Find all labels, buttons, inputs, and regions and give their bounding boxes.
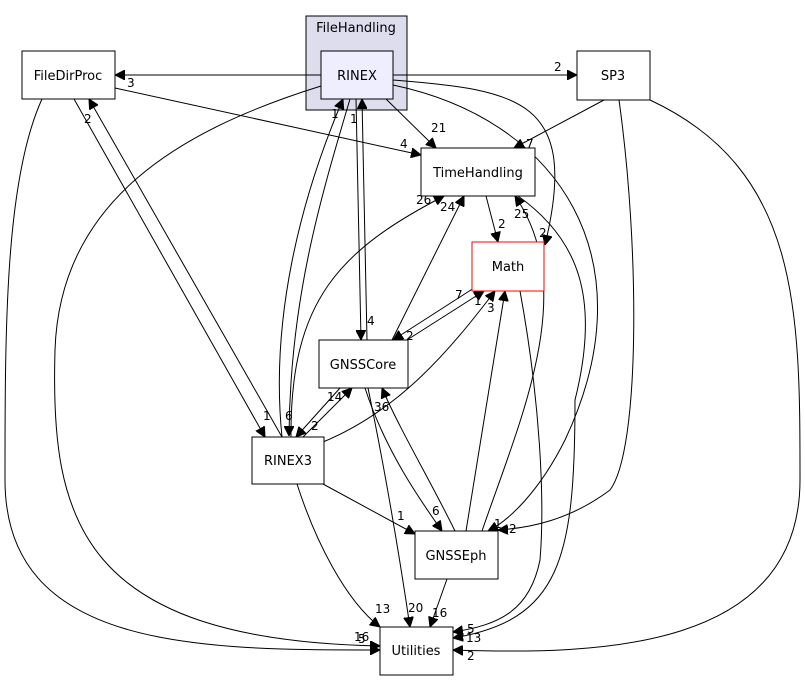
- edge-label: 6: [432, 504, 440, 518]
- edge-label: 24: [440, 200, 455, 214]
- node-label: RINEX3: [264, 454, 312, 469]
- edge-label: 2: [498, 217, 506, 231]
- edge-rinex3-gnsseph[interactable]: [322, 483, 415, 534]
- edge-math-utilities[interactable]: [453, 290, 543, 632]
- node-gnsscore[interactable]: GNSSCore: [318, 339, 409, 389]
- edge-gnsseph-gnsscore[interactable]: [382, 388, 456, 532]
- edge-label: 2: [554, 60, 562, 74]
- node-label: Math: [492, 260, 525, 275]
- edge-label: 13: [466, 631, 481, 645]
- edge-sp3-timehandling[interactable]: [514, 99, 605, 148]
- edge-rinex3-timehandling[interactable]: [290, 196, 444, 438]
- edge-timehandling-math[interactable]: [485, 195, 498, 242]
- edge-label: 2: [406, 329, 414, 343]
- edge-label: 7: [455, 288, 463, 302]
- edge-rinex3-utilities[interactable]: [296, 483, 380, 627]
- edge-label: 1: [331, 107, 339, 121]
- node-timehandling[interactable]: TimeHandling: [420, 147, 536, 197]
- edge-gnsscore-rinex3[interactable]: [296, 387, 341, 437]
- edge-label: 21: [431, 121, 446, 135]
- edge-sp3-gnsseph[interactable]: [498, 99, 635, 530]
- node-sp3[interactable]: SP3: [576, 50, 651, 101]
- node-rinex[interactable]: RINEX: [320, 50, 394, 100]
- edge-math-gnsscore[interactable]: [393, 287, 475, 340]
- edge-rinex-timehandling[interactable]: [384, 97, 436, 148]
- node-box: [471, 241, 545, 292]
- edge-rinex-gnsseph[interactable]: [392, 84, 598, 531]
- edge-label: 20: [408, 601, 423, 615]
- edge-label: 25: [514, 207, 529, 221]
- node-label: GNSSCore: [330, 358, 396, 373]
- edge-label: 7: [526, 137, 534, 151]
- edge-gnsscore-rinex[interactable]: [362, 99, 368, 341]
- edge-labels: 3 2 21 4 7 1 1 4 2 26 24 25 2 1 7 2 3 6 …: [84, 60, 562, 663]
- node-label: Utilities: [392, 644, 441, 659]
- edge-label: 5: [358, 632, 366, 646]
- node-label: GNSSEph: [425, 549, 486, 564]
- edge-rinex-utilities[interactable]: [54, 85, 380, 646]
- edge-label: 3: [127, 76, 135, 90]
- edge-rinex3-gnsscore[interactable]: [302, 388, 352, 438]
- edge-label: 1: [494, 517, 502, 531]
- edge-label: 1: [263, 409, 271, 423]
- cluster-label: FileHandling: [316, 21, 396, 36]
- node-label: FileDirProc: [34, 69, 103, 84]
- edges: [4, 75, 801, 651]
- edge-rinex3-filedirproc[interactable]: [89, 99, 283, 438]
- edge-label: 2: [467, 649, 475, 663]
- edge-gnsscore-utilities[interactable]: [367, 387, 410, 627]
- edge-label: 1: [397, 509, 405, 523]
- edge-gnsseph-math[interactable]: [465, 291, 505, 532]
- edge-label: 4: [367, 314, 375, 328]
- node-utilities[interactable]: Utilities: [379, 626, 454, 676]
- node-box: [414, 530, 499, 580]
- edge-gnsseph-utilities[interactable]: [430, 578, 448, 627]
- node-filedirproc[interactable]: FileDirProc: [21, 50, 116, 100]
- edge-sp3-utilities[interactable]: [453, 99, 801, 651]
- edge-rinex3-math[interactable]: [322, 291, 495, 443]
- edge-label: 16: [354, 630, 369, 644]
- edge-label: 16: [432, 606, 447, 620]
- edge-label: 2: [539, 226, 547, 240]
- edge-gnsscore-math[interactable]: [406, 291, 484, 341]
- node-math[interactable]: Math: [471, 241, 545, 292]
- node-box: [320, 50, 394, 100]
- node-gnsseph[interactable]: GNSSEph: [414, 530, 499, 580]
- edge-label: 6: [285, 409, 293, 423]
- nodes: RINEX FileDirProc SP3 TimeHandling Math …: [21, 50, 651, 676]
- edge-gnsseph-timehandling[interactable]: [481, 196, 545, 532]
- edge-label: 2: [311, 419, 319, 433]
- edge-label: 4: [400, 137, 408, 151]
- edge-label: 13: [375, 602, 390, 616]
- edge-filedirproc-utilities[interactable]: [4, 98, 380, 650]
- node-box: [420, 147, 536, 197]
- edge-filedirproc-rinex3[interactable]: [73, 98, 265, 437]
- node-box: [318, 339, 409, 389]
- node-box: [576, 50, 651, 101]
- edge-rinex3-rinex[interactable]: [278, 99, 343, 438]
- edge-label: 3: [487, 301, 495, 315]
- node-rinex3[interactable]: RINEX3: [251, 436, 325, 485]
- node-box: [379, 626, 454, 676]
- edge-label: 2: [509, 522, 517, 536]
- node-label: TimeHandling: [432, 166, 523, 181]
- node-label: RINEX: [337, 69, 377, 84]
- edge-gnsscore-timehandling[interactable]: [391, 196, 464, 341]
- edge-label: 14: [327, 390, 342, 404]
- edge-label: 2: [84, 112, 92, 126]
- node-box: [251, 436, 325, 485]
- edge-label: 36: [374, 400, 389, 414]
- edge-filedirproc-timehandling[interactable]: [114, 87, 421, 155]
- edge-rinex-rinex3[interactable]: [289, 98, 351, 436]
- edge-label: 1: [474, 294, 482, 308]
- edge-label: 1: [350, 112, 358, 126]
- node-box: [21, 50, 116, 100]
- edge-label: 5: [467, 622, 475, 636]
- node-label: SP3: [601, 69, 625, 84]
- edge-rinex-math[interactable]: [392, 79, 556, 245]
- edge-timehandling-utilities[interactable]: [453, 195, 586, 638]
- edge-rinex-gnsscore[interactable]: [355, 98, 361, 340]
